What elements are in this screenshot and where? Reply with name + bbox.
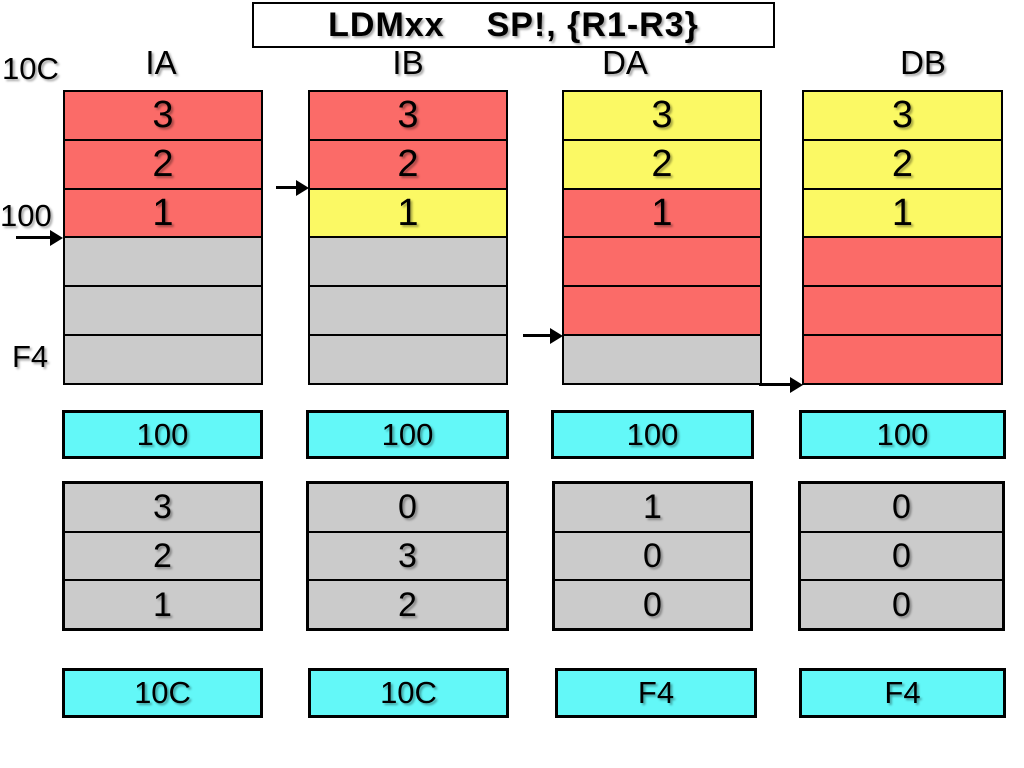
sp-final-box-ib: 10C xyxy=(308,668,509,718)
memory-cell xyxy=(65,285,261,335)
register-box-da: 1 0 0 xyxy=(552,481,753,631)
register-box-ib: 0 3 2 xyxy=(306,481,509,631)
memory-cell xyxy=(310,334,506,383)
sp-final-box-ia: 10C xyxy=(62,668,263,718)
memory-cell xyxy=(564,285,760,335)
arrow-head xyxy=(790,377,803,394)
address-label-f4: F4 xyxy=(12,339,49,374)
arrow-head xyxy=(50,229,63,246)
memory-cell: 2 xyxy=(564,138,760,188)
sp-arrow-icon xyxy=(523,327,563,344)
register-row: 1 xyxy=(65,579,260,628)
register-row: 2 xyxy=(65,530,260,580)
sp-arrow-icon xyxy=(759,377,803,394)
register-row: 0 xyxy=(801,579,1002,628)
register-row: 3 xyxy=(153,488,172,527)
column-header-ia: IA xyxy=(145,44,177,81)
memory-cell: 1 xyxy=(804,187,1001,237)
register-row: 0 xyxy=(892,488,911,527)
memory-cell xyxy=(564,236,760,286)
memory-cell: 3 xyxy=(65,92,261,139)
arrow-shaft xyxy=(759,383,794,387)
memory-cell: 3 xyxy=(564,92,760,139)
register-row: 3 xyxy=(309,530,506,580)
sp-initial-box-ib: 100 xyxy=(306,410,509,459)
arrow-shaft xyxy=(523,333,554,337)
instruction-operands: SP!, {R1-R3} xyxy=(486,5,699,44)
memory-cell: 2 xyxy=(310,138,506,188)
register-box-db: 0 0 0 xyxy=(798,481,1005,631)
memory-cell: 1 xyxy=(65,187,261,237)
memory-cell: 1 xyxy=(564,187,760,237)
memory-cell: 2 xyxy=(804,138,1001,188)
sp-initial-box-db: 100 xyxy=(799,410,1006,459)
memory-stack-db: 3 2 1 xyxy=(802,90,1003,385)
arrow-shaft xyxy=(276,186,300,190)
sp-final-box-db: F4 xyxy=(799,668,1006,718)
instruction-mnemonic: LDMxx xyxy=(328,5,445,44)
register-box-ia: 3 2 1 xyxy=(62,481,263,631)
memory-cell xyxy=(804,236,1001,286)
arrow-head xyxy=(296,180,309,197)
memory-stack-da: 3 2 1 xyxy=(562,90,762,385)
sp-arrow-icon xyxy=(16,229,63,246)
memory-cell: 3 xyxy=(804,92,1001,139)
sp-arrow-icon xyxy=(276,180,309,197)
register-row: 1 xyxy=(643,488,662,527)
sp-initial-box-ia: 100 xyxy=(62,410,263,459)
arrow-head xyxy=(550,327,563,344)
register-row: 0 xyxy=(801,530,1002,580)
column-header-db: DB xyxy=(900,44,946,81)
memory-stack-ia: 3 2 1 xyxy=(63,90,263,385)
instruction-title-box: LDMxx SP!, {R1-R3} xyxy=(252,2,775,48)
register-row: 0 xyxy=(555,579,750,628)
sp-initial-box-da: 100 xyxy=(551,410,754,459)
memory-cell xyxy=(65,236,261,286)
sp-final-box-da: F4 xyxy=(555,668,757,718)
memory-cell xyxy=(65,334,261,383)
memory-cell xyxy=(564,334,760,383)
memory-cell xyxy=(310,236,506,286)
register-row: 2 xyxy=(309,579,506,628)
memory-cell xyxy=(804,334,1001,383)
memory-cell xyxy=(310,285,506,335)
address-label-100: 100 xyxy=(0,198,52,233)
arrow-shaft xyxy=(16,235,54,239)
memory-stack-ib: 3 2 1 xyxy=(308,90,508,385)
memory-cell: 3 xyxy=(310,92,506,139)
memory-cell: 2 xyxy=(65,138,261,188)
register-row: 0 xyxy=(555,530,750,580)
register-row: 0 xyxy=(398,488,417,527)
column-header-da: DA xyxy=(602,44,648,81)
memory-cell xyxy=(804,285,1001,335)
address-label-10c: 10C xyxy=(2,51,59,86)
column-header-ib: IB xyxy=(392,44,424,81)
memory-cell: 1 xyxy=(310,187,506,237)
